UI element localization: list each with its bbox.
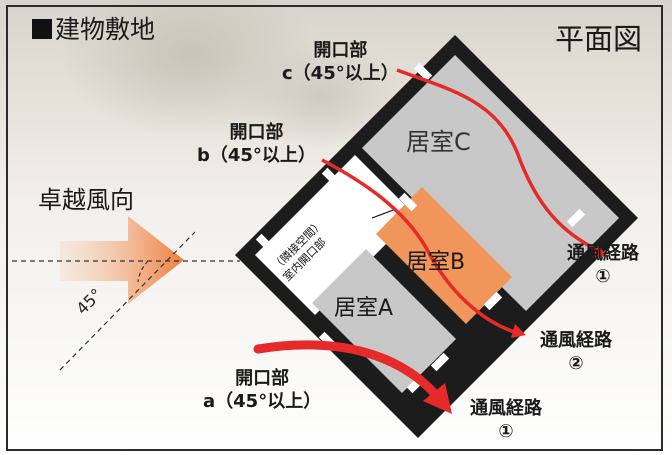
room-c-area	[362, 55, 619, 311]
exit-window-1	[566, 208, 586, 228]
interior-opening-leader-line	[371, 208, 397, 219]
exit-window-2	[483, 291, 503, 311]
room-b-area	[376, 187, 512, 324]
diagram-border	[6, 5, 663, 451]
ventilation-route-a-arrowhead	[423, 383, 452, 414]
opening-c-title: 開口部	[313, 40, 368, 61]
route-1-upper-title: 通風経路	[567, 243, 639, 264]
plan-title: 平面図	[555, 22, 643, 56]
site-title: 建物敷地	[32, 10, 155, 46]
building	[235, 35, 638, 438]
ventilation-route-b	[321, 158, 519, 335]
ventilation-route-b-arrowhead	[511, 324, 526, 338]
opening-window	[255, 233, 275, 253]
ventilation-route-c-arrowhead	[592, 245, 607, 258]
square-bullet-icon	[32, 19, 52, 39]
prevailing-wind-arrow	[60, 216, 184, 304]
room-a-area	[312, 249, 456, 393]
room-a-label: 居室A	[334, 296, 394, 321]
route-1-upper-label: 通風経路 ①	[567, 243, 639, 288]
exit-window-3	[430, 352, 450, 372]
prevailing-wind-label: 卓越風向	[38, 186, 134, 214]
opening-c-label: 開口部 c（45°以上）	[282, 40, 399, 85]
route-2-title: 通風経路	[540, 330, 612, 351]
route-1-lower-title: 通風経路	[470, 398, 542, 419]
route-1-lower-label: 通風経路 ①	[470, 398, 542, 443]
route-1-upper-number: ①	[595, 265, 611, 287]
route-2-label: 通風経路 ②	[540, 330, 612, 375]
ventilation-route-c	[396, 68, 601, 254]
site-title-text: 建物敷地	[55, 15, 156, 44]
opening-c-spec: c（45°以上）	[282, 62, 399, 84]
ventilation-route-a	[253, 340, 441, 400]
opening-b-label: 開口部 b（45°以上）	[197, 122, 316, 167]
opening-a-spec: a（45°以上）	[203, 390, 322, 412]
route-1-lower-number: ①	[498, 420, 514, 442]
opening-a-label: 開口部 a（45°以上）	[203, 368, 321, 413]
opening-b-window	[321, 167, 341, 187]
opening-a-title: 開口部	[235, 368, 290, 389]
angle-arc	[137, 260, 149, 283]
opening-b-spec: b（45°以上）	[197, 144, 316, 166]
interior-opening-window	[398, 192, 418, 212]
opening-c-window	[413, 62, 433, 82]
room-c-label: 居室C	[406, 128, 471, 156]
opening-b-title: 開口部	[229, 122, 284, 143]
route-2-number: ②	[568, 352, 584, 374]
room-b-label: 居室B	[406, 250, 466, 275]
